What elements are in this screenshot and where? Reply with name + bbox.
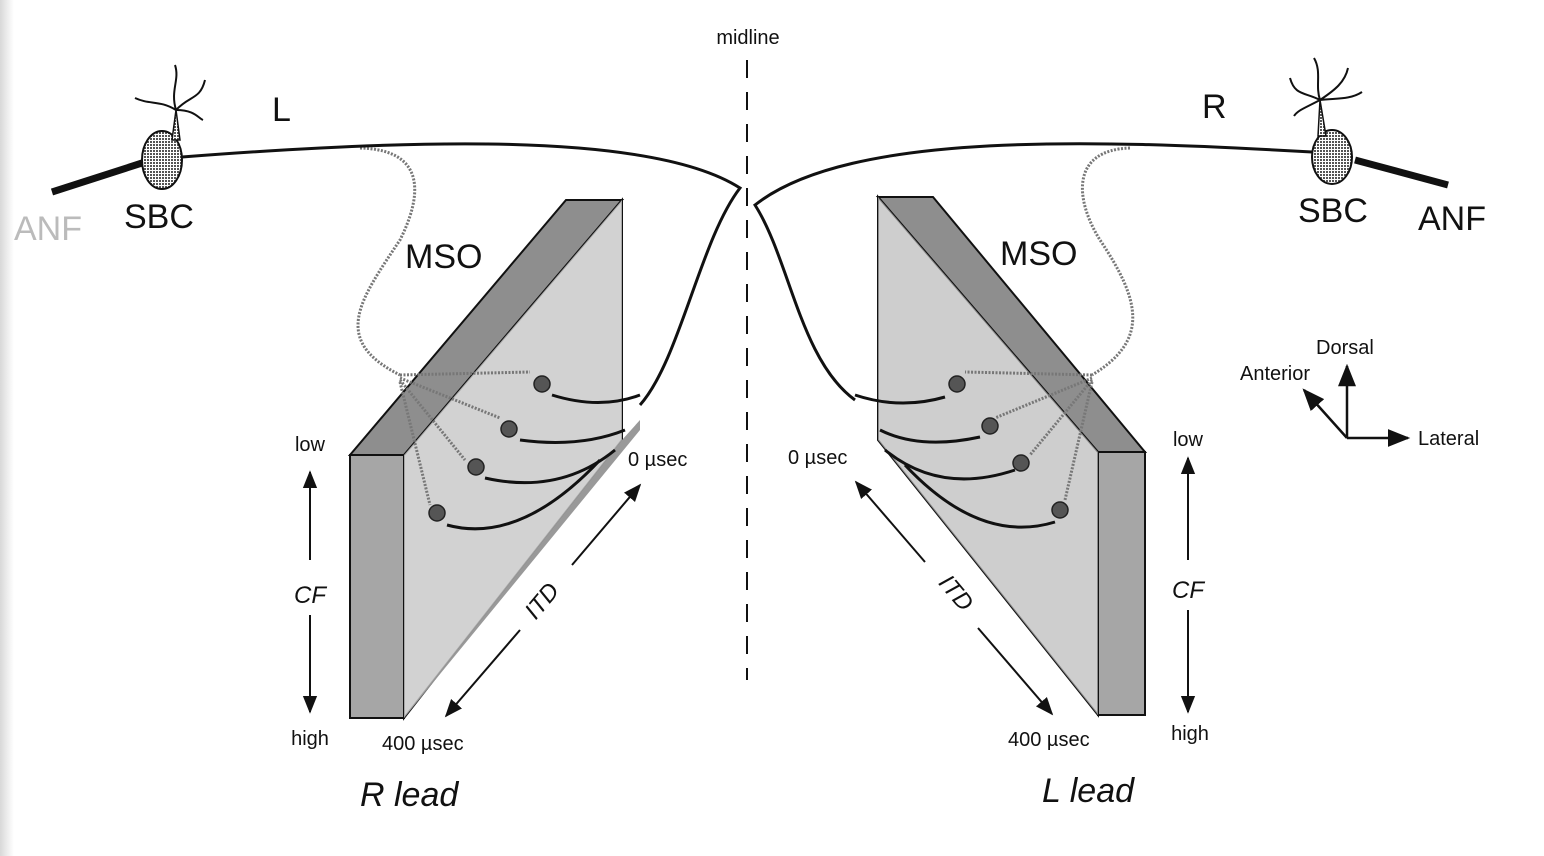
right-mso-label: MSO: [1000, 235, 1077, 273]
left-side-label: L: [272, 91, 291, 129]
soma: [428, 504, 446, 522]
left-itd-label: ITD: [519, 578, 565, 625]
left-ipsi-axon: [356, 146, 531, 506]
left-cf-high: high: [291, 728, 329, 750]
left-sbc-label: SBC: [124, 198, 194, 236]
left-cf-label: CF: [294, 582, 327, 609]
left-contra-axon: [181, 142, 743, 406]
anterior-label: Anterior: [1240, 363, 1310, 385]
midline-label: midline: [716, 27, 779, 49]
left-itd-axis: [444, 483, 642, 718]
right-cf-low: low: [1173, 429, 1204, 451]
anterior-arrow-icon: [1302, 388, 1348, 439]
right-cf-label: CF: [1172, 577, 1205, 604]
left-cf-low: low: [295, 434, 326, 456]
right-lead-label: L lead: [1042, 772, 1135, 810]
left-itd-end: 400 µsec: [382, 733, 464, 755]
right-side-label: R: [1202, 88, 1227, 126]
right-itd-label: ITD: [933, 570, 979, 617]
left-mso-neurons: [428, 375, 641, 531]
soma: [500, 420, 518, 438]
left-anf-label: ANF: [14, 210, 82, 248]
right-itd-start: 0 µsec: [788, 447, 847, 469]
right-itd-end: 400 µsec: [1008, 729, 1090, 751]
right-sbc-label: SBC: [1298, 192, 1368, 230]
left-lead-label: R lead: [360, 776, 459, 814]
right-itd-axis: [854, 480, 1054, 716]
soma: [1012, 454, 1030, 472]
left-mso-block: [347, 197, 640, 721]
page-edge-shadow: [0, 0, 14, 856]
soma: [533, 375, 551, 393]
right-sbc-neuron: [1289, 57, 1449, 189]
right-contra-axon: [753, 142, 1313, 402]
left-mso-label: MSO: [405, 238, 482, 276]
soma: [981, 417, 999, 435]
right-cf-high: high: [1171, 723, 1209, 745]
orientation-compass: [1302, 363, 1411, 447]
dorsal-label: Dorsal: [1316, 337, 1374, 359]
soma: [1051, 501, 1069, 519]
right-mso-neurons: [854, 375, 1069, 529]
left-itd-start: 0 µsec: [628, 449, 687, 471]
lateral-label: Lateral: [1418, 428, 1479, 450]
soma: [467, 458, 485, 476]
soma: [948, 375, 966, 393]
right-ipsi-axon: [964, 146, 1135, 501]
right-mso-block: [875, 194, 1148, 718]
left-sbc-neuron: [50, 64, 206, 196]
right-anf-label: ANF: [1418, 200, 1486, 238]
